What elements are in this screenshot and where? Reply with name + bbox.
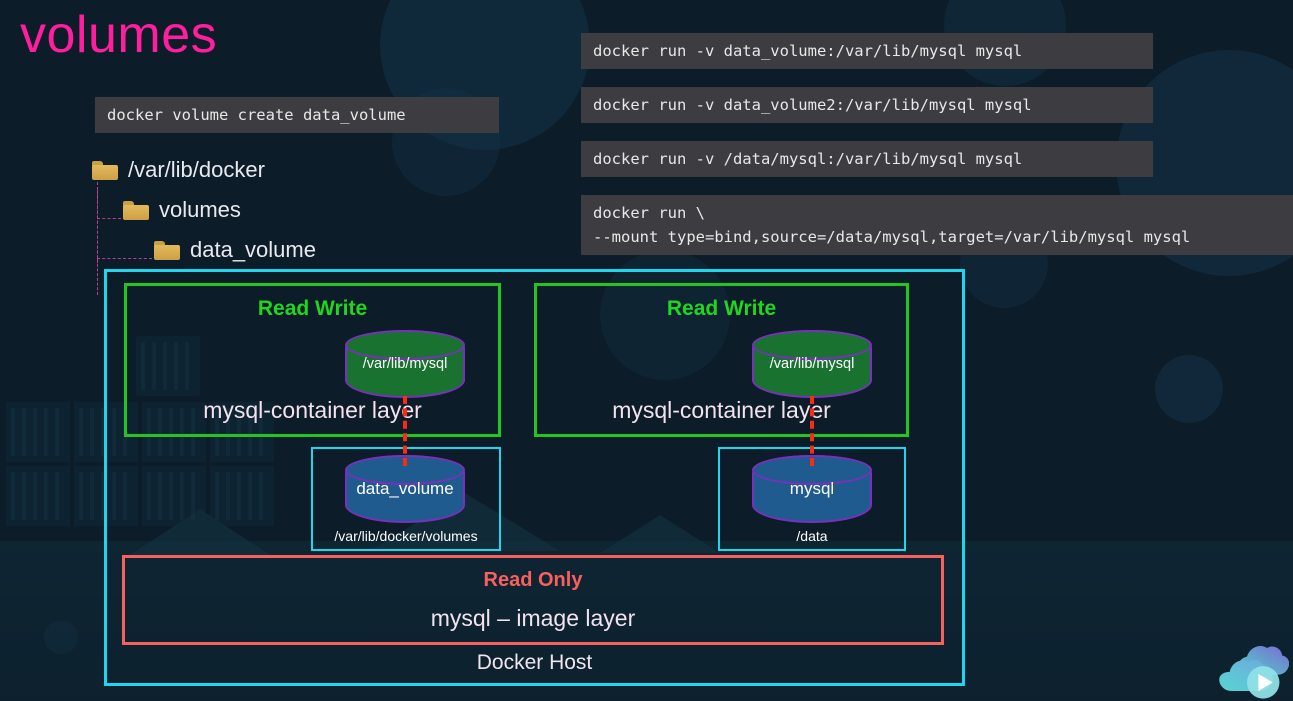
folder-label-root: /var/lib/docker <box>128 157 265 182</box>
cylinder-container-path-right: /var/lib/mysql <box>752 330 872 398</box>
volume-path-label-left: /var/lib/docker/volumes <box>334 528 478 544</box>
folder-row-root[interactable]: /var/lib/docker <box>92 150 316 190</box>
read-only-title: Read Only <box>483 569 583 591</box>
cylinder-label: data_volume <box>356 479 454 499</box>
bg-crate <box>210 466 274 526</box>
bg-sea <box>0 541 1293 701</box>
container-layer-label-left: mysql-container layer <box>203 397 422 423</box>
command-run-named-volume2: docker run -v data_volume2:/var/lib/mysq… <box>581 87 1153 124</box>
bg-crate <box>210 402 274 462</box>
folder-label-data-volume: data_volume <box>190 237 316 262</box>
cylinder-label: mysql <box>789 479 835 499</box>
bg-crate <box>136 336 200 396</box>
read-write-box-right: Read Write mysql-container layer <box>534 283 909 437</box>
container-layer-label-right: mysql-container layer <box>612 397 831 423</box>
read-write-box-left: Read Write mysql-container layer <box>124 283 501 437</box>
bg-crate <box>6 402 70 462</box>
command-run-named-volume: docker run -v data_volume:/var/lib/mysql… <box>581 33 1153 70</box>
folder-icon <box>123 200 149 220</box>
bg-circle <box>1155 355 1223 423</box>
page-title: volumes <box>20 6 218 64</box>
folder-icon <box>154 240 180 260</box>
folder-label-volumes: volumes <box>159 197 241 222</box>
brand-logo-icon <box>1219 646 1289 699</box>
tree-branch-line <box>97 190 152 259</box>
docker-host-box: Docker Host <box>104 269 965 686</box>
docker-host-label: Docker Host <box>476 651 593 674</box>
mount-connector-right <box>810 396 814 466</box>
cylinder-label: /var/lib/mysql <box>769 355 855 372</box>
cylinder-container-path-left: /var/lib/mysql <box>345 330 465 398</box>
cylinder-label: /var/lib/mysql <box>362 355 448 372</box>
bg-porthole <box>44 620 78 654</box>
command-run-mount-flag: docker run \ --mount type=bind,source=/d… <box>581 195 1293 256</box>
cylinder-mysql-bind: mysql <box>752 455 872 523</box>
command-volume-create: docker volume create data_volume <box>95 97 499 134</box>
command-run-bind-mount: docker run -v /data/mysql:/var/lib/mysql… <box>581 141 1153 178</box>
folder-icon <box>92 160 118 180</box>
tree-tail-line <box>97 259 98 295</box>
volume-path-label-right: /data <box>796 528 828 544</box>
folder-tree: /var/lib/docker volumes data_volume <box>92 150 316 295</box>
mount-connector-left <box>403 396 407 466</box>
read-write-title-right: Read Write <box>666 297 777 320</box>
bg-crate <box>142 466 206 526</box>
folder-row-data-volume[interactable]: data_volume <box>154 230 316 270</box>
bg-crate <box>6 466 70 526</box>
folder-row-volumes[interactable]: volumes <box>123 190 316 230</box>
bg-mountain <box>600 515 720 553</box>
image-layer-label: mysql – image layer <box>430 605 636 631</box>
bg-crate <box>142 402 206 462</box>
read-write-title-left: Read Write <box>257 297 368 320</box>
cylinder-data-volume: data_volume <box>345 455 465 523</box>
read-only-box: Read Only mysql – image layer <box>122 555 944 645</box>
